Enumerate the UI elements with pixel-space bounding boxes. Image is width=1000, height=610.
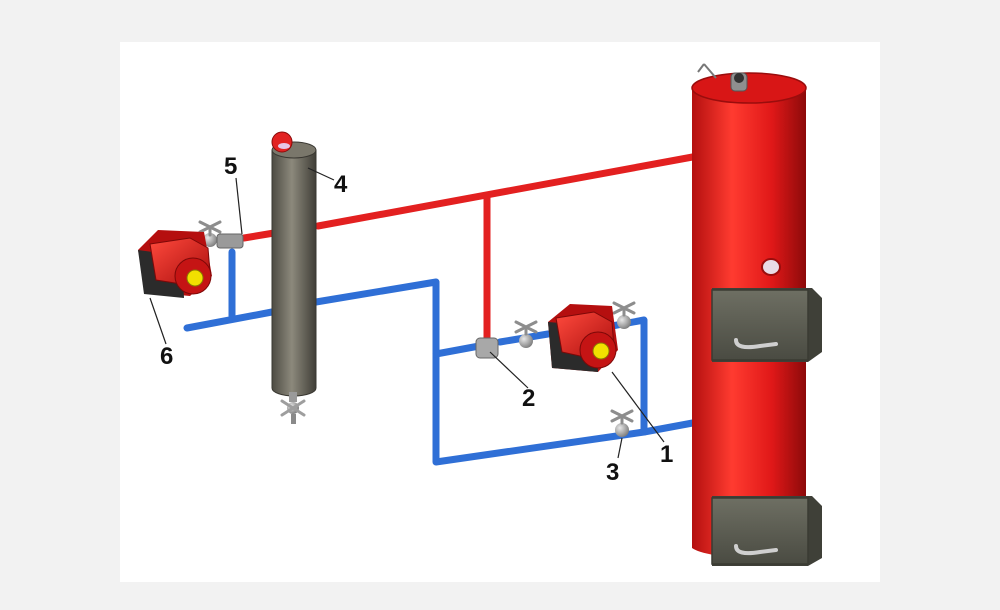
circulation-pump-main <box>548 304 618 372</box>
leader-line-5 <box>235 177 243 235</box>
pump-hub-icon <box>592 342 610 360</box>
callout-5: 5 <box>224 153 237 180</box>
callout-4: 4 <box>334 171 348 198</box>
hot-pipe-supply <box>314 152 702 230</box>
boiler-tank <box>691 63 822 566</box>
valve-left-upper <box>198 220 244 249</box>
hot-supply-pipes <box>240 152 702 344</box>
hot-pipe-left <box>240 229 278 242</box>
valve-before-pump <box>514 320 538 348</box>
circulation-pump-secondary <box>138 230 212 298</box>
lifting-eye-icon <box>697 63 748 92</box>
valve-after-pump <box>612 301 636 329</box>
callout-1: 1 <box>660 441 673 468</box>
leader-line-3 <box>617 437 623 459</box>
door-handle-icon <box>734 338 778 350</box>
pump-hub-icon <box>186 269 204 287</box>
valve-tee-2 <box>475 337 499 359</box>
leader-line-2 <box>489 351 529 389</box>
callout-2: 2 <box>522 385 535 412</box>
leader-line-4 <box>307 167 335 181</box>
cold-pipe-boiler-return <box>640 418 702 436</box>
cold-pipe-inlet <box>183 308 276 332</box>
door-handle-icon <box>734 544 778 556</box>
callout-3: 3 <box>606 459 619 486</box>
air-vent-icon <box>271 131 293 153</box>
hydraulic-separator <box>271 131 317 424</box>
cold-pipe-main-return <box>312 278 648 466</box>
leader-line-1 <box>611 371 665 443</box>
callout-6: 6 <box>160 343 173 370</box>
inspection-port-icon <box>761 258 781 276</box>
boiler-upper-door <box>711 288 822 362</box>
leader-line-6 <box>149 297 167 345</box>
boiler-lower-door <box>711 496 822 566</box>
drain-valve-icon <box>280 392 306 424</box>
cold-return-pipes <box>183 248 702 466</box>
leader-lines <box>149 167 665 459</box>
valve-3 <box>610 409 634 437</box>
